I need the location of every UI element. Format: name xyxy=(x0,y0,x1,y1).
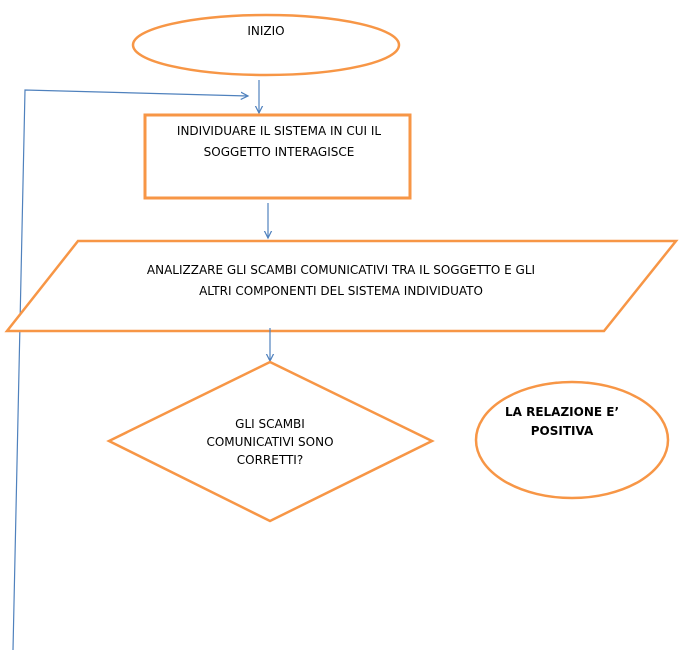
start-label: INIZIO xyxy=(247,24,284,38)
end-line-2: POSITIVA xyxy=(531,424,594,438)
step2-line-1: ANALIZZARE GLI SCAMBI COMUNICATIVI TRA I… xyxy=(147,263,535,277)
end-node: LA RELAZIONE E’ POSITIVA xyxy=(474,380,670,500)
step2-line-2: ALTRI COMPONENTI DEL SISTEMA INDIVIDUATO xyxy=(199,284,483,298)
decision-line-2: COMUNICATIVI SONO xyxy=(206,435,333,449)
step1-process-box: INDIVIDUARE IL SISTEMA IN CUI IL SOGGETT… xyxy=(143,113,412,200)
decision-line-1: GLI SCAMBI xyxy=(235,417,305,431)
step1-line-2: SOGGETTO INTERAGISCE xyxy=(204,145,355,159)
decision-line-3: CORRETTI? xyxy=(237,453,303,467)
end-line-1: LA RELAZIONE E’ xyxy=(505,405,619,419)
start-node: INIZIO xyxy=(131,13,401,77)
feedback-connector xyxy=(12,89,248,651)
decision-diamond: GLI SCAMBI COMUNICATIVI SONO CORRETTI? xyxy=(106,360,435,523)
step1-line-1: INDIVIDUARE IL SISTEMA IN CUI IL xyxy=(177,124,381,138)
step2-io-parallelogram: ANALIZZARE GLI SCAMBI COMUNICATIVI TRA I… xyxy=(4,239,679,333)
